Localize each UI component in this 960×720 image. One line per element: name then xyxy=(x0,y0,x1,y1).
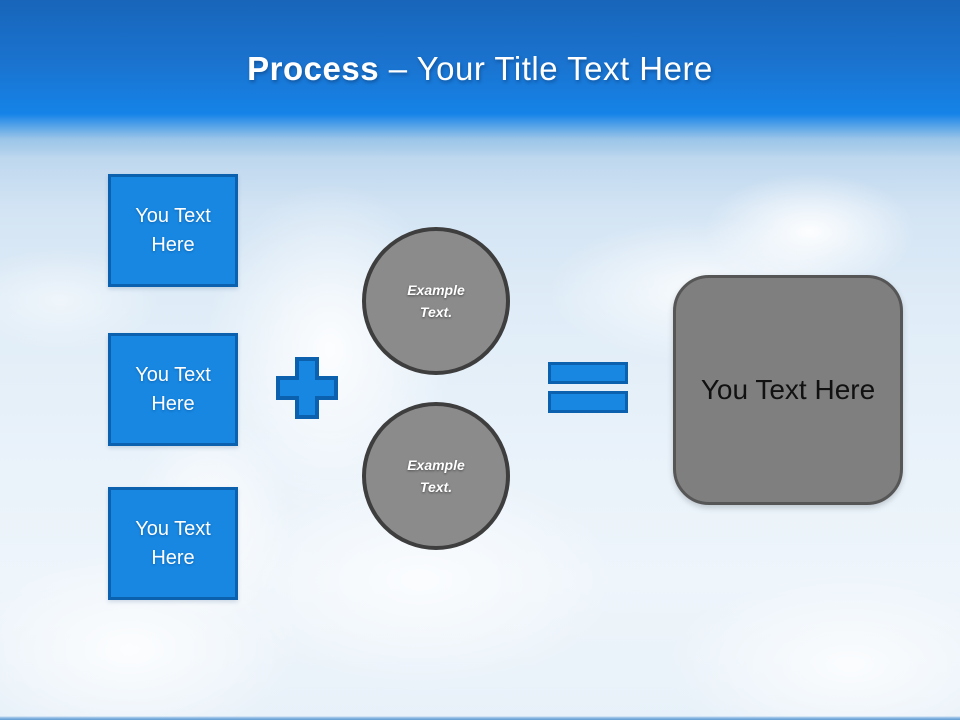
input-box-3-label: You Text Here xyxy=(135,517,211,569)
input-box-2: You Text Here xyxy=(108,333,238,446)
example-circle-2-label: Example Text. xyxy=(407,457,465,495)
plus-icon-shape xyxy=(276,357,338,419)
equals-bar-top xyxy=(548,362,628,384)
input-box-3: You Text Here xyxy=(108,487,238,600)
result-box-label: You Text Here xyxy=(700,374,876,405)
slide-title-keyword: Process xyxy=(247,50,380,87)
title-bar: Process – Your Title Text Here xyxy=(0,0,960,158)
input-box-1-label: You Text Here xyxy=(135,204,211,256)
input-box-1: You Text Here xyxy=(108,174,238,287)
result-box: You Text Here xyxy=(673,275,903,505)
slide-title-rest: – Your Title Text Here xyxy=(388,50,713,87)
equals-bar-bottom xyxy=(548,391,628,413)
slide-title: Process – Your Title Text Here xyxy=(0,0,960,88)
example-circle-1: Example Text. xyxy=(362,227,510,375)
plus-icon xyxy=(275,356,339,420)
input-box-2-label: You Text Here xyxy=(135,363,211,415)
example-circle-1-label: Example Text. xyxy=(407,282,465,320)
bottom-accent-bar xyxy=(0,716,960,720)
example-circle-2: Example Text. xyxy=(362,402,510,550)
equals-icon xyxy=(548,362,628,413)
